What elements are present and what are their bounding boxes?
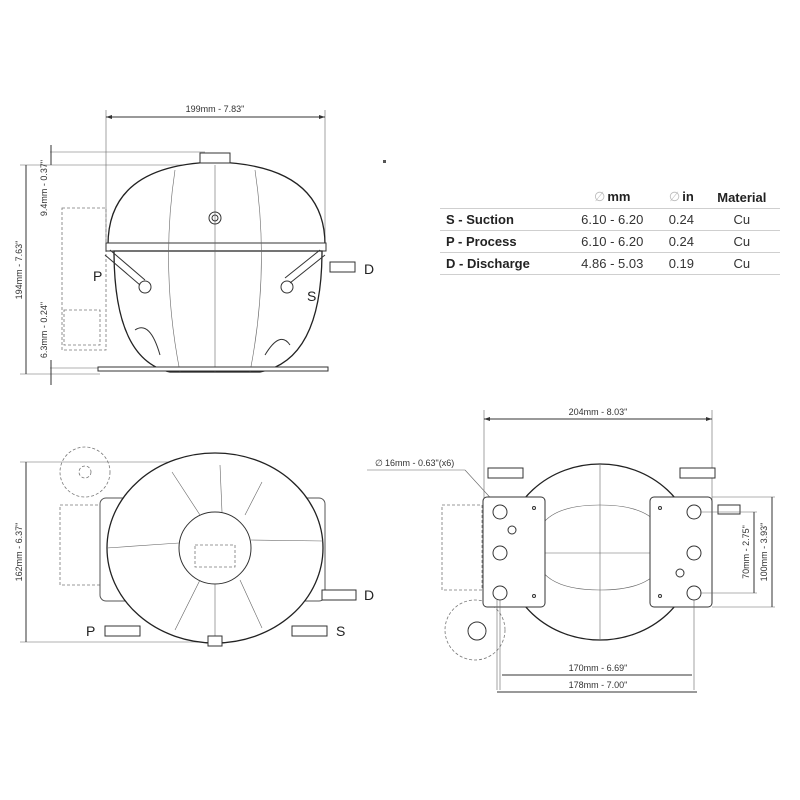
side-width-dim: 199mm - 7.83" <box>186 104 245 114</box>
side-label-s: S <box>307 288 316 304</box>
header-in: ∅in <box>668 189 694 204</box>
table-row: D - Discharge 4.86 - 5.03 0.19 Cu <box>440 252 780 275</box>
connection-spec-table: ∅mm ∅in Material S - Suction 6.10 - 6.20… <box>440 186 780 275</box>
side-top-dim: 9.4mm - 0.37" <box>39 160 49 216</box>
row-mm: 6.10 - 6.20 <box>565 230 660 253</box>
row-material: Cu <box>703 230 780 253</box>
header-material: Material <box>717 189 767 205</box>
row-in: 0.24 <box>659 230 704 253</box>
row-name: D - Discharge <box>440 252 566 275</box>
table-row: P - Process 6.10 - 6.20 0.24 Cu <box>440 230 780 253</box>
row-name: S - Suction <box>440 208 566 231</box>
diameter-icon: ∅ <box>668 189 681 204</box>
hole-dim: 16mm - 0.63"(x6) <box>385 458 454 468</box>
outer-height-dim: 100mm - 3.93" <box>759 523 769 582</box>
outer-width-dim: 178mm - 7.00" <box>569 680 628 690</box>
row-in: 0.24 <box>659 208 704 231</box>
diameter-icon: ∅ <box>594 189 606 204</box>
side-label-p: P <box>93 268 102 284</box>
side-view: 199mm - 7.83" 194mm - 7.63" 9.4mm - 0.37… <box>14 104 386 385</box>
top-label-s: S <box>336 623 345 639</box>
top-view: 162mm - 6.37" P S D <box>14 446 374 647</box>
row-name: P - Process <box>440 230 566 253</box>
inner-width-dim: 170mm - 6.69" <box>569 663 628 673</box>
inner-height-dim: 70mm - 2.75" <box>741 525 751 579</box>
side-label-d: D <box>364 261 374 277</box>
header-mm: ∅mm <box>594 189 631 204</box>
row-mm: 6.10 - 6.20 <box>565 208 660 231</box>
row-mm: 4.86 - 5.03 <box>565 252 660 275</box>
hole-diameter-symbol: ∅ <box>375 458 383 468</box>
bottom-view: 204mm - 8.03" ∅ 16mm - 0.63"(x6) <box>367 407 775 693</box>
header-blank <box>440 186 565 209</box>
top-label-p: P <box>86 623 95 639</box>
side-bottom-dim: 6.3mm - 0.24" <box>39 302 49 358</box>
top-height-dim: 162mm - 6.37" <box>14 523 24 582</box>
row-material: Cu <box>703 208 780 231</box>
row-material: Cu <box>703 252 780 275</box>
bottom-width-dim: 204mm - 8.03" <box>569 407 628 417</box>
top-label-d: D <box>364 587 374 603</box>
table-row: S - Suction 6.10 - 6.20 0.24 Cu <box>440 208 780 231</box>
side-height-dim: 194mm - 7.63" <box>14 241 24 300</box>
table-header-row: ∅mm ∅in Material <box>440 186 780 209</box>
row-in: 0.19 <box>659 252 704 275</box>
